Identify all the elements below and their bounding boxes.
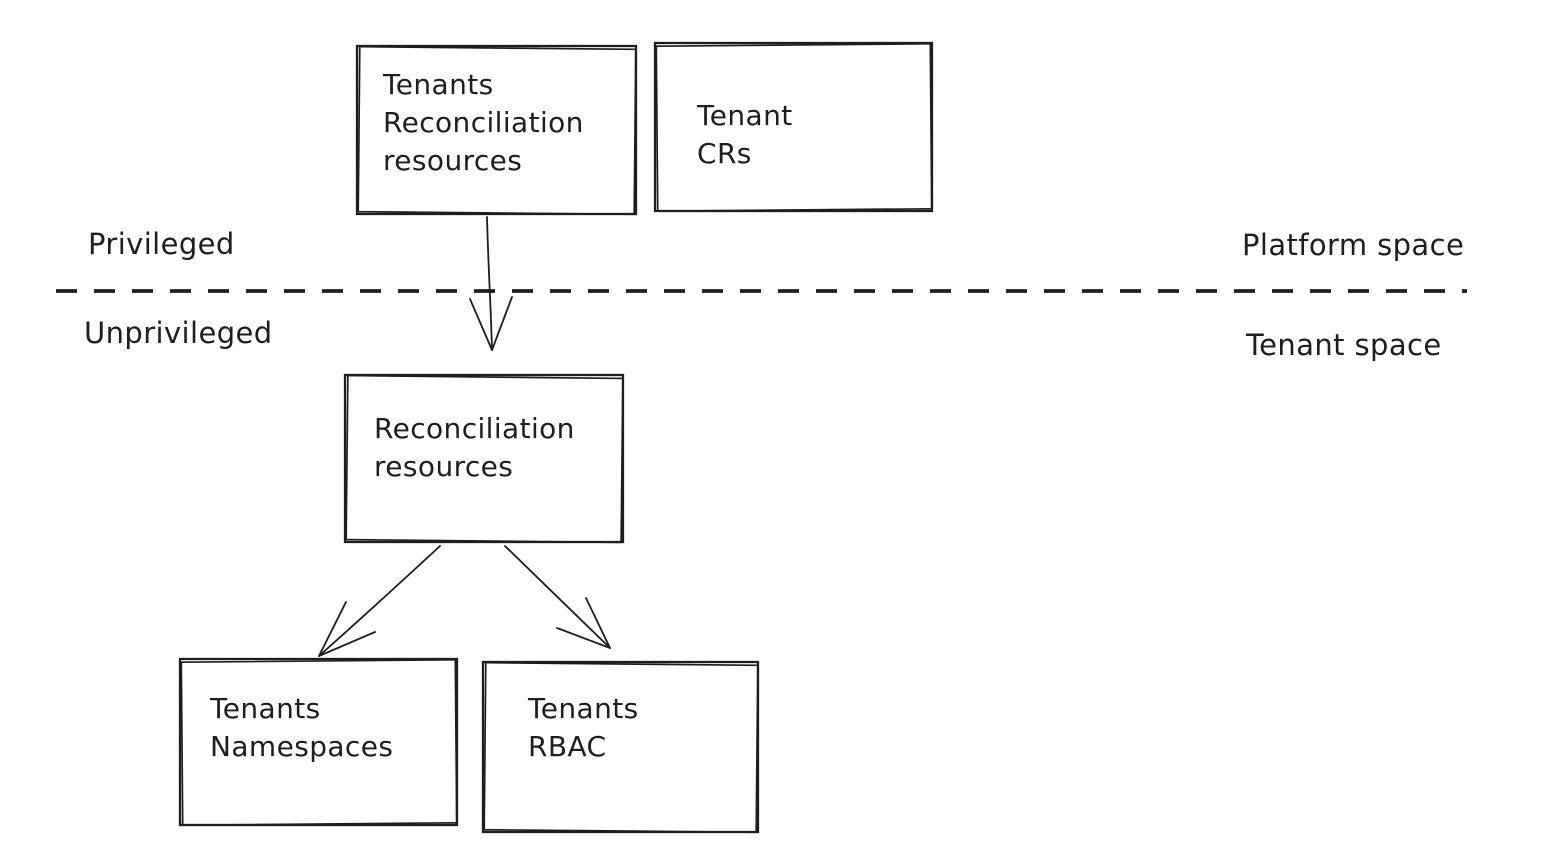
arrow-reconciliation-down bbox=[469, 216, 513, 351]
arrow-to-namespaces bbox=[318, 545, 441, 657]
label-tenants-rbac: Tenants RBAC bbox=[528, 692, 639, 763]
label-privileged: Privileged bbox=[88, 227, 235, 261]
box-reconciliation-resources bbox=[343, 373, 625, 544]
label-reconciliation-resources: Reconciliation resources bbox=[374, 412, 575, 483]
label-unprivileged: Unprivileged bbox=[84, 316, 273, 350]
label-tenants-namespaces: Tenants Namespaces bbox=[210, 692, 394, 763]
box-tenants-rbac bbox=[481, 660, 760, 834]
box-tenants-namespaces bbox=[178, 657, 459, 827]
label-tenant-space: Tenant space bbox=[1246, 328, 1442, 362]
label-tenant-crs: Tenant CRs bbox=[697, 99, 793, 170]
box-tenant-crs bbox=[653, 41, 934, 213]
label-platform-space: Platform space bbox=[1242, 228, 1465, 262]
box-tenants-reconciliation bbox=[355, 44, 638, 216]
arrow-to-rbac bbox=[504, 545, 611, 649]
label-tenants-reconciliation: Tenants Reconciliation resources bbox=[383, 68, 584, 177]
